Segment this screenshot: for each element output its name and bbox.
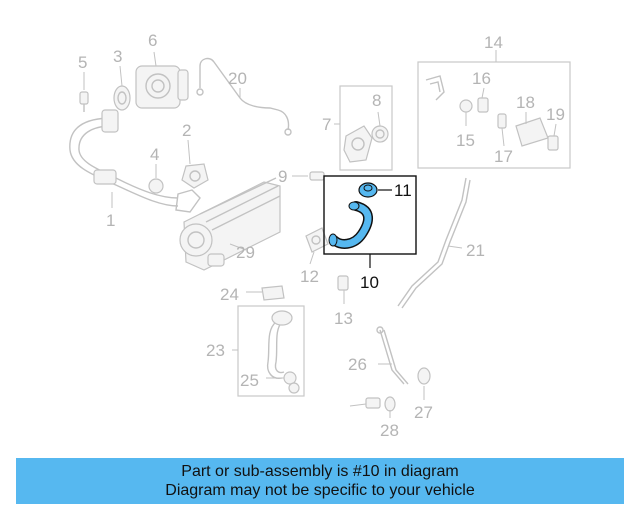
banner-line-1: Part or sub-assembly is #10 in diagram [181, 463, 459, 480]
bolt-part-5 [79, 91, 89, 112]
label-part-6: 6 [148, 31, 157, 50]
box-part-14 [417, 61, 571, 169]
cap-part-11 [358, 182, 378, 198]
label-part-13: 13 [334, 309, 353, 328]
label-part-19: 19 [546, 105, 565, 124]
gasket-part-2 [181, 163, 209, 189]
egr-pipe-part-1 [69, 109, 201, 213]
label-part-14: 14 [484, 33, 503, 52]
label-part-12: 12 [300, 267, 319, 286]
label-part-23: 24 [220, 285, 239, 304]
label-part-24: 25 [240, 371, 259, 390]
leader-lines [83, 50, 557, 418]
parts-diagram: 5 3 6 20 4 2 1 29 9 7 8 11 10 12 13 14 1… [69, 31, 571, 440]
label-part-10: 10 [360, 273, 379, 292]
pipe-part-21 [196, 57, 292, 136]
gasket-part-23 [261, 285, 285, 301]
pipe-part-20 [397, 177, 471, 309]
egr-cooler-part-29 [179, 177, 281, 271]
label-part-17: 17 [494, 147, 513, 166]
highlight-box-part-10 [323, 175, 417, 268]
banner-line-2: Diagram may not be specific to your vehi… [165, 482, 475, 499]
label-part-18: 18 [516, 93, 535, 112]
plug-part-4 [148, 178, 164, 194]
gasket-part-3 [113, 85, 131, 111]
label-part-8: 8 [372, 91, 381, 110]
box-part-7 [339, 85, 393, 171]
label-part-26: 27 [414, 403, 433, 422]
hose-part-10 [328, 201, 373, 249]
label-part-4: 4 [150, 145, 159, 164]
part-labels: 5 3 6 20 4 2 1 29 9 7 8 11 10 12 13 14 1… [78, 31, 565, 440]
ring-part-26 [417, 367, 431, 385]
gasket-part-12 [305, 227, 329, 253]
label-part-5: 5 [78, 53, 87, 72]
bolt-part-13 [337, 275, 349, 291]
label-part-1: 1 [106, 211, 115, 230]
label-part-29: 29 [236, 243, 255, 262]
label-part-9: 9 [278, 167, 287, 186]
info-banner: Part or sub-assembly is #10 in diagram D… [16, 458, 624, 504]
label-part-2: 2 [182, 121, 191, 140]
box-part-22 [237, 305, 305, 397]
label-part-20: 21 [466, 241, 485, 260]
label-part-15: 15 [456, 131, 475, 150]
egr-valve-part-6 [135, 65, 189, 109]
label-part-16: 16 [472, 69, 491, 88]
label-part-25: 26 [348, 355, 367, 374]
label-part-27: 28 [380, 421, 399, 440]
bolt-part-28 [365, 397, 381, 409]
bolt-part-9 [309, 171, 325, 181]
label-part-11: 11 [394, 181, 412, 200]
label-part-7: 7 [322, 115, 331, 134]
label-part-22: 23 [206, 341, 225, 360]
pipe-part-25 [376, 326, 409, 385]
label-part-21: 20 [228, 69, 247, 88]
ring-part-27 [384, 396, 396, 412]
label-part-3: 3 [113, 47, 122, 66]
